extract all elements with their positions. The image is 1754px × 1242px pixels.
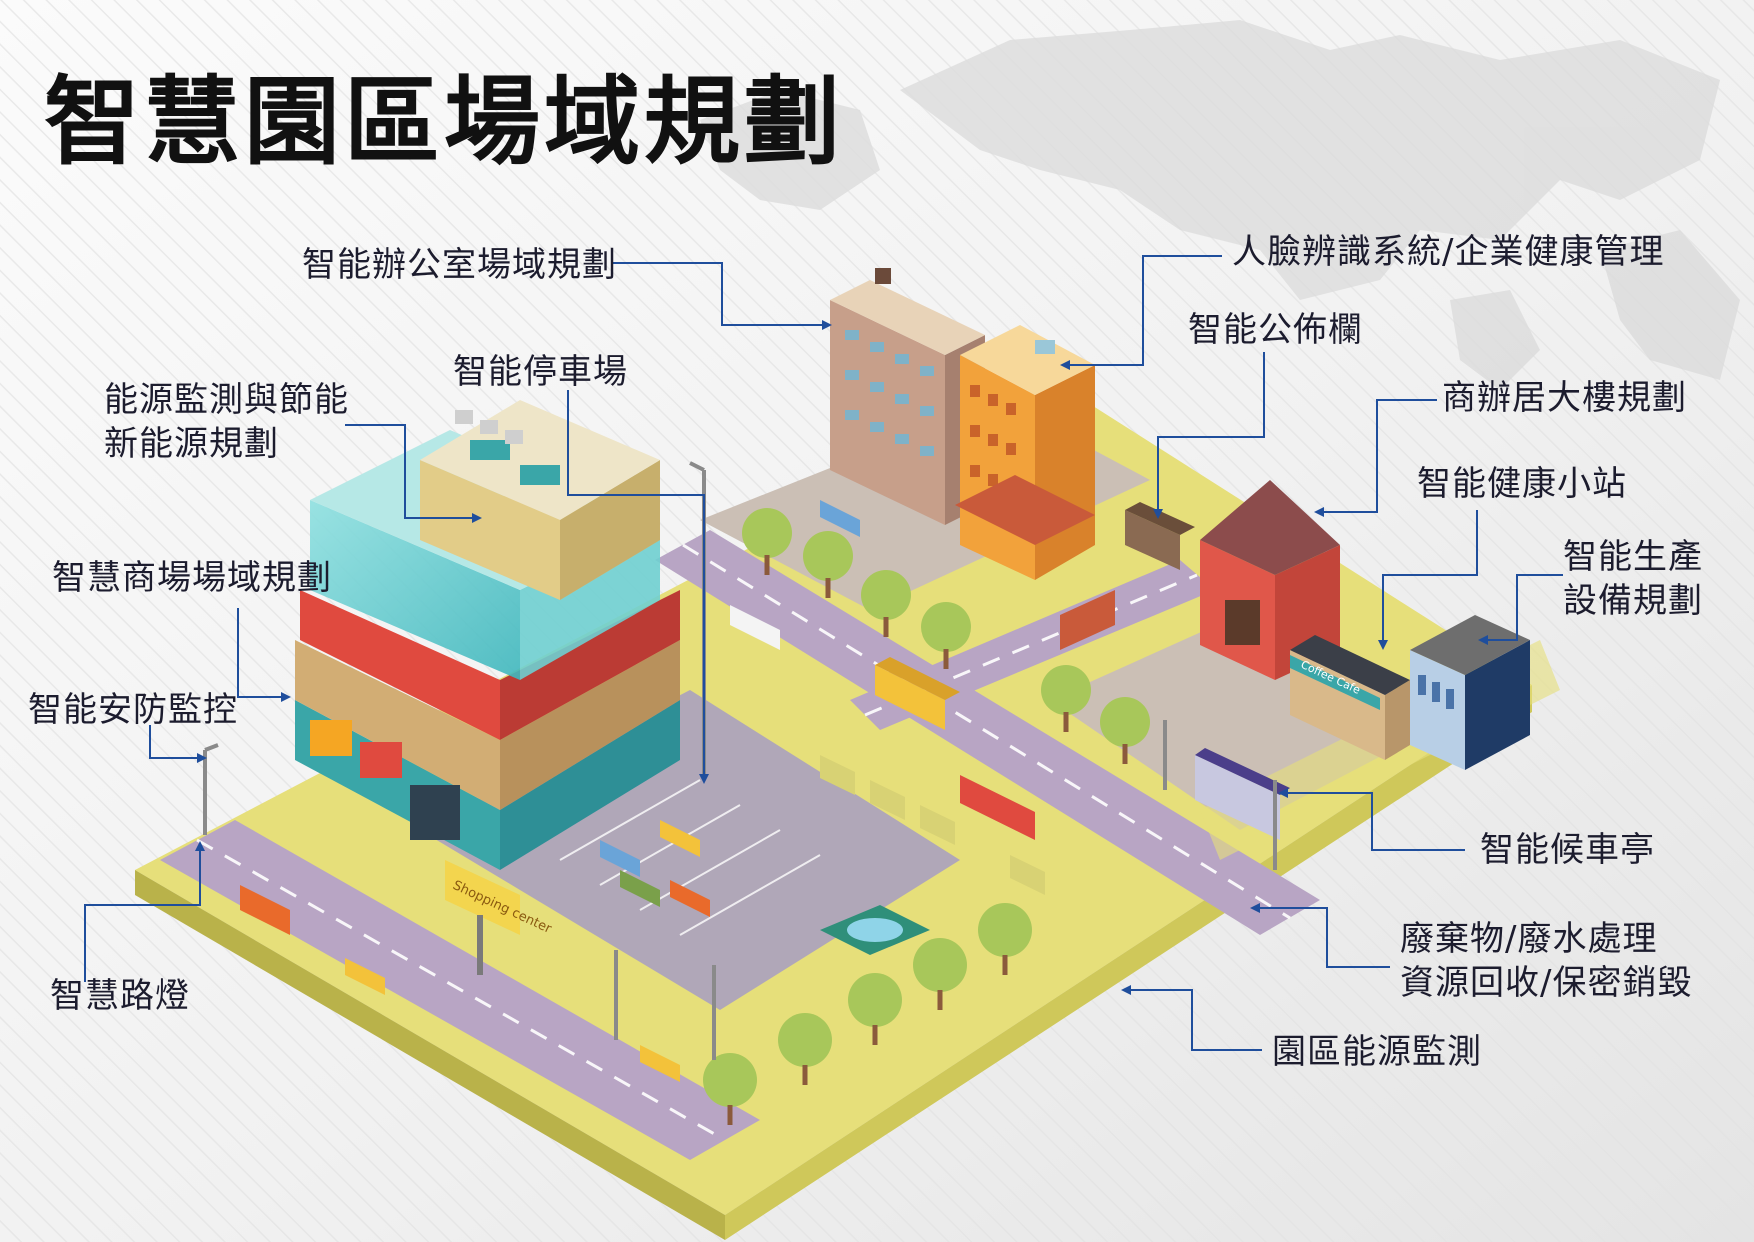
label-streetlight: 智慧路燈 bbox=[50, 976, 190, 1016]
median-hedges bbox=[820, 755, 1045, 895]
tree-trunks bbox=[727, 555, 1128, 1125]
orange-office-building bbox=[955, 325, 1095, 580]
label-office-planning: 智能辦公室場域規劃 bbox=[302, 245, 617, 285]
label-production-equipment: 智能生產 設備規劃 bbox=[1563, 537, 1703, 621]
label-park-energy: 園區能源監測 bbox=[1272, 1032, 1482, 1072]
world-map-watermark bbox=[700, 20, 1740, 390]
label-face-recognition: 人臉辨識系統/企業健康管理 bbox=[1232, 232, 1665, 272]
trees bbox=[703, 508, 1150, 1107]
label-mall-planning: 智慧商場場域規劃 bbox=[52, 558, 332, 598]
red-residential-building bbox=[1200, 480, 1340, 680]
office-tower bbox=[830, 268, 985, 525]
fountain bbox=[820, 905, 930, 955]
page-title: 智慧園區場域規劃 bbox=[44, 66, 844, 178]
label-smart-parking: 智能停車場 bbox=[453, 352, 628, 392]
label-smart-bulletin: 智能公佈欄 bbox=[1188, 310, 1363, 350]
bus-shelter bbox=[1195, 748, 1290, 840]
label-waste-treatment: 廢棄物/廢水處理 資源回收/保密銷毀 bbox=[1400, 919, 1693, 1003]
vehicles bbox=[240, 500, 1115, 1082]
label-residential-planning: 商辦居大樓規劃 bbox=[1442, 378, 1687, 418]
label-health-station: 智能健康小站 bbox=[1417, 464, 1627, 504]
label-bus-shelter: 智能候車亭 bbox=[1480, 830, 1655, 870]
label-energy-monitoring: 能源監測與節能 新能源規劃 bbox=[104, 380, 349, 464]
cafe-building: Coffee Cafe bbox=[1290, 635, 1410, 760]
label-security-monitoring: 智能安防監控 bbox=[28, 690, 238, 730]
